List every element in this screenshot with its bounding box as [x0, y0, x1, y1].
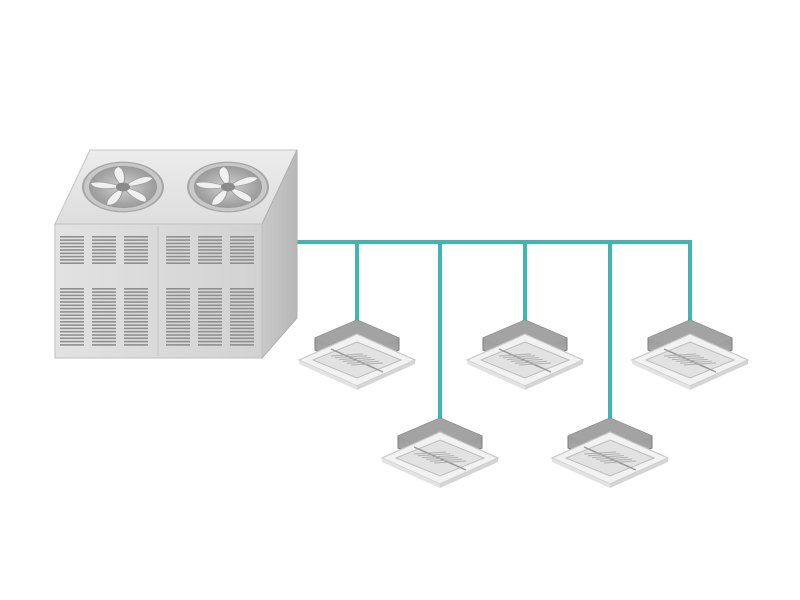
- fan-blade: [113, 166, 125, 188]
- ceiling-cassette-icon: [380, 417, 500, 488]
- ceiling-cassette-icon: [630, 319, 750, 390]
- fan-icon: [82, 161, 164, 213]
- indoor-units: [297, 319, 750, 488]
- louver-grilles: [60, 236, 254, 346]
- condenser-unit-icon: [54, 149, 298, 360]
- fan-blade: [226, 186, 253, 203]
- ceiling-cassette-icon: [550, 417, 670, 488]
- fan-blade: [218, 166, 230, 188]
- fan-blade: [121, 186, 148, 203]
- fan-blade: [211, 186, 229, 206]
- fan-blade: [194, 181, 230, 189]
- fan-blade: [121, 176, 154, 188]
- ceiling-cassette-icon: [297, 319, 417, 390]
- fan-blade: [89, 181, 125, 189]
- ceiling-cassette-icon: [465, 319, 585, 390]
- fan-blade: [226, 176, 259, 188]
- fan-blade: [106, 186, 124, 206]
- fan-icon: [187, 161, 269, 213]
- refrigerant-piping: [294, 240, 692, 420]
